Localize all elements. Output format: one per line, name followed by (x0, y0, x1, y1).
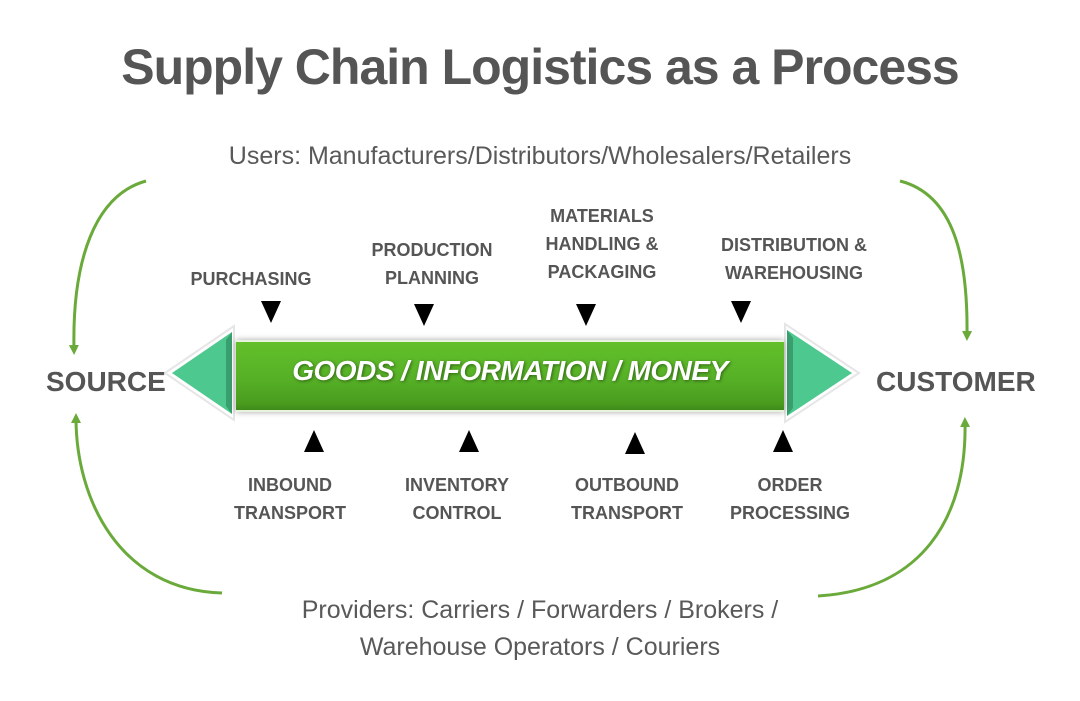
step-label-line: INBOUND (248, 475, 332, 495)
step-label-line: CONTROL (412, 503, 502, 523)
step-label-line: ORDER (757, 475, 823, 495)
flow-label: GOODS / INFORMATION / MONEY (292, 355, 728, 386)
page-title: Supply Chain Logistics as a Process (121, 39, 960, 95)
step-label-line: TRANSPORT (571, 503, 683, 523)
source-label: SOURCE (46, 366, 166, 397)
step-label-line: DISTRIBUTION & (721, 235, 867, 255)
step-label-line: PROCESSING (729, 503, 851, 523)
providers-to-source-arrow (71, 413, 223, 595)
up-triangle-icon (773, 430, 793, 452)
step-label-line: HANDLING & (545, 234, 659, 254)
step-label-line: PACKAGING (547, 262, 657, 282)
step-outbound-transport: OUTBOUND TRANSPORT (527, 471, 727, 527)
users-label: Users: Manufacturers/Distributors/Wholes… (228, 142, 852, 170)
left-arrowhead-icon (163, 324, 235, 422)
step-purchasing: PURCHASING (151, 265, 351, 293)
customer-label: CUSTOMER (876, 366, 1036, 397)
step-label-line: PRODUCTION (371, 240, 493, 260)
step-label-line: OUTBOUND (575, 475, 679, 495)
flow-bar (236, 340, 784, 412)
step-label-line: INVENTORY (404, 475, 510, 495)
providers-label: Providers: Carriers / Forwarders / Broke… (0, 592, 1080, 666)
step-distribution-warehousing: DISTRIBUTION & WAREHOUSING (694, 231, 894, 287)
right-arrowhead-icon (784, 322, 861, 424)
up-triangle-icon (625, 432, 645, 454)
providers-line: Warehouse Operators / Couriers (359, 633, 721, 661)
step-inbound-transport: INBOUND TRANSPORT (190, 471, 390, 527)
providers-line: Providers: Carriers / Forwarders / Broke… (301, 596, 779, 624)
step-materials-handling-packaging: MATERIALS HANDLING & PACKAGING (502, 202, 702, 286)
users-to-source-arrow (68, 179, 147, 355)
down-triangle-icon (261, 301, 281, 323)
down-triangle-icon (731, 301, 751, 323)
step-production-planning: PRODUCTION PLANNING (332, 236, 532, 292)
users-to-customer-arrow (899, 179, 973, 341)
up-triangle-icon (459, 430, 479, 452)
step-order-processing: ORDER PROCESSING (690, 471, 890, 527)
step-label-line: PLANNING (385, 268, 479, 288)
step-label-line: PURCHASING (190, 269, 312, 289)
down-triangle-icon (414, 304, 434, 326)
up-triangle-icon (304, 430, 324, 452)
step-label-line: WAREHOUSING (724, 263, 863, 283)
down-triangle-icon (576, 304, 596, 326)
step-label-line: MATERIALS (550, 206, 654, 226)
step-inventory-control: INVENTORY CONTROL (357, 471, 557, 527)
providers-to-customer-arrow (817, 417, 971, 598)
step-label-line: TRANSPORT (234, 503, 346, 523)
